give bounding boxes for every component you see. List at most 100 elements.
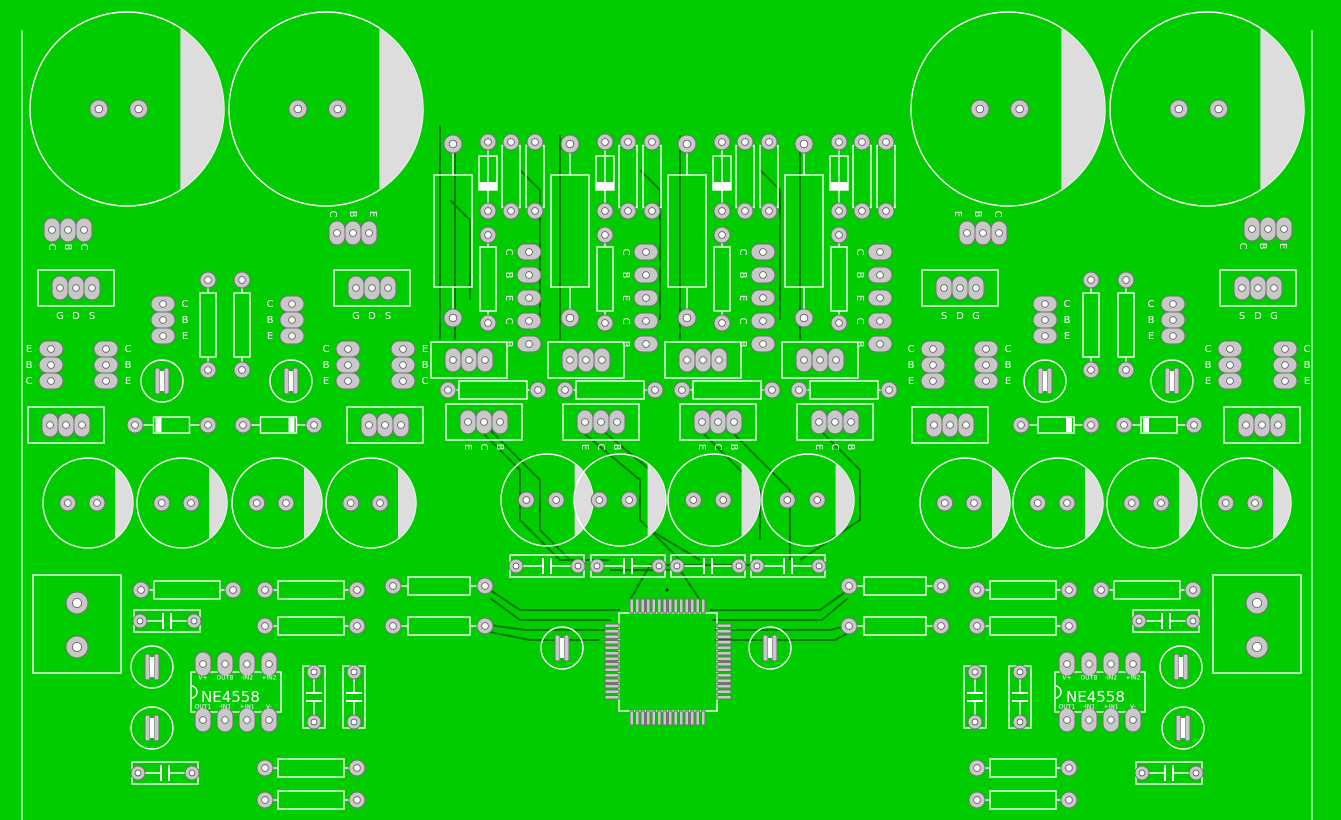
transistor — [335, 340, 361, 390]
transistor — [279, 295, 305, 345]
capacitor-medium — [667, 453, 761, 547]
pin-letter: S — [941, 311, 947, 322]
transistor — [38, 340, 64, 390]
transistor — [664, 341, 742, 379]
capacitor-medium — [1106, 457, 1198, 549]
pin-letter: D — [72, 311, 80, 322]
resistor — [1092, 580, 1202, 600]
pin-letter: B — [1304, 360, 1311, 371]
pin-letter: E — [503, 295, 514, 301]
pin-letter: E — [1205, 376, 1211, 387]
pin-letter: C — [1205, 344, 1212, 355]
pin-letter: E — [1005, 376, 1011, 387]
pin-letter: E — [952, 211, 963, 217]
pin-letter: B — [494, 444, 505, 451]
ic-pin-label: OUTB — [217, 675, 234, 682]
pin-letter: B — [1257, 243, 1268, 250]
resistor — [968, 580, 1078, 600]
pin-letter: B — [854, 272, 865, 279]
pin-letter: C — [78, 244, 89, 251]
pin-letter: B — [1205, 360, 1212, 371]
pin-letter: E — [367, 211, 378, 217]
pin-letter: E — [267, 331, 273, 342]
transistor — [37, 269, 115, 307]
pin-letter: E — [696, 444, 707, 450]
pin-letter: C — [478, 444, 489, 451]
capacitor-small — [1161, 706, 1205, 750]
pin-letter: S — [385, 311, 391, 322]
pin-letter: G — [1270, 311, 1278, 322]
pin-letter: B — [182, 315, 189, 326]
resistor — [618, 133, 638, 220]
resistor — [1082, 271, 1100, 379]
transistor — [93, 340, 119, 390]
resistor — [1117, 271, 1135, 379]
copper-trace — [489, 624, 605, 631]
pin-letter: E — [1304, 376, 1310, 387]
transistor — [1219, 269, 1297, 307]
ic-pin-label: -IN1 — [219, 704, 231, 711]
resistor — [479, 226, 497, 332]
pin-letter: E — [323, 376, 329, 387]
copper-trace — [699, 429, 761, 540]
pin-letter: E — [854, 295, 865, 301]
pin-letter: E — [462, 444, 473, 450]
capacitor-large — [228, 11, 424, 207]
pin-letter: E — [26, 344, 32, 355]
capacitor-film — [1008, 664, 1032, 730]
pin-letter: B — [737, 341, 748, 348]
pin-letter: B — [854, 341, 865, 348]
ic-right-label: NE4558 — [1066, 688, 1125, 706]
transistor — [1160, 295, 1186, 345]
diode — [595, 133, 615, 220]
capacitor-medium — [325, 457, 417, 549]
resistor — [830, 226, 848, 332]
pin-letter: C — [323, 344, 330, 355]
resistor — [852, 133, 872, 220]
resistor — [256, 616, 366, 636]
resistor — [132, 580, 242, 600]
pin-letter: C — [908, 344, 915, 355]
pin-letter: B — [845, 444, 856, 451]
transistor — [1223, 406, 1301, 444]
ic-pin-label: V- — [266, 704, 272, 711]
capacitor-medium — [1012, 457, 1104, 549]
pin-letter: C — [737, 249, 748, 256]
pin-letter: B — [611, 444, 622, 451]
resistor — [790, 380, 898, 400]
capacitor-small — [748, 626, 792, 670]
resistor — [876, 133, 896, 220]
pin-letter: C — [267, 299, 274, 310]
transistor-stack — [867, 243, 893, 353]
transistor — [679, 403, 757, 441]
capacitor-small — [269, 359, 313, 403]
capacitor-small — [140, 359, 184, 403]
resistor — [501, 133, 521, 220]
pin-letter: E — [125, 376, 131, 387]
dip8-opamp — [1054, 651, 1146, 733]
diode — [712, 133, 732, 220]
pin-letter: D — [368, 311, 376, 322]
ic-pin-label: V+ — [198, 675, 207, 682]
power-resistor — [433, 134, 473, 328]
pin-letter: C — [422, 376, 429, 387]
transistor — [1217, 340, 1243, 390]
transistor-stack — [516, 243, 542, 353]
copper-trace — [449, 199, 471, 300]
transistor — [430, 341, 508, 379]
transistor — [547, 341, 625, 379]
transistor — [911, 406, 989, 444]
capacitor-medium — [136, 457, 228, 549]
capacitor-small — [1159, 645, 1203, 689]
transistor — [920, 340, 946, 390]
component-footprints — [27, 11, 1305, 810]
transistor — [1272, 340, 1298, 390]
pin-letter: C — [1237, 243, 1248, 250]
transistor — [346, 406, 424, 444]
ic-pin-label: +IN2 — [261, 675, 276, 682]
power-resistor — [784, 134, 824, 328]
pin-letter: B — [347, 211, 358, 218]
pin-letter: C — [46, 244, 57, 251]
capacitor-film — [589, 554, 667, 578]
transistor-stack — [633, 243, 659, 353]
